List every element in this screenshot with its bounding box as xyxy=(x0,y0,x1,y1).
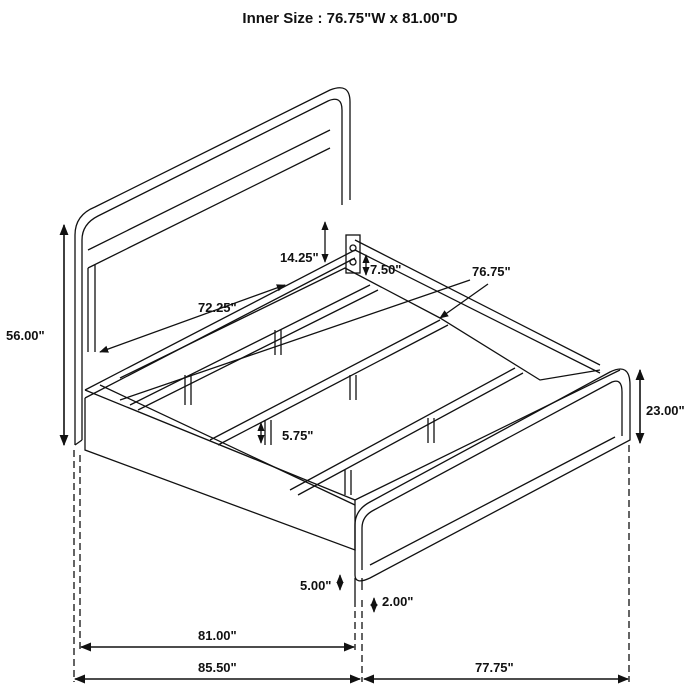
dim-rail-bracket: 7.50" xyxy=(370,262,402,277)
diagram-title: Inner Size : 76.75"W x 81.00"D xyxy=(242,10,458,27)
dim-foot-clearance: 2.00" xyxy=(382,594,414,609)
dim-inner-length: 81.00" xyxy=(198,628,237,643)
dimension-lines xyxy=(59,221,645,684)
dim-inner-width: 76.75" xyxy=(472,264,511,279)
dim-footboard-height: 23.00" xyxy=(646,403,685,418)
headboard xyxy=(74,87,351,446)
dim-slat-leg: 5.75" xyxy=(282,428,314,443)
dim-headboard-height: 56.00" xyxy=(6,328,45,343)
dim-headboard-width: 72.25" xyxy=(198,300,237,315)
dim-headboard-panel: 14.25" xyxy=(280,250,319,265)
dim-overall-width: 77.75" xyxy=(475,660,514,675)
dim-rail-clearance: 5.00" xyxy=(300,578,332,593)
bed-frame xyxy=(84,234,621,551)
footboard xyxy=(354,368,631,600)
dim-overall-length: 85.50" xyxy=(198,660,237,675)
